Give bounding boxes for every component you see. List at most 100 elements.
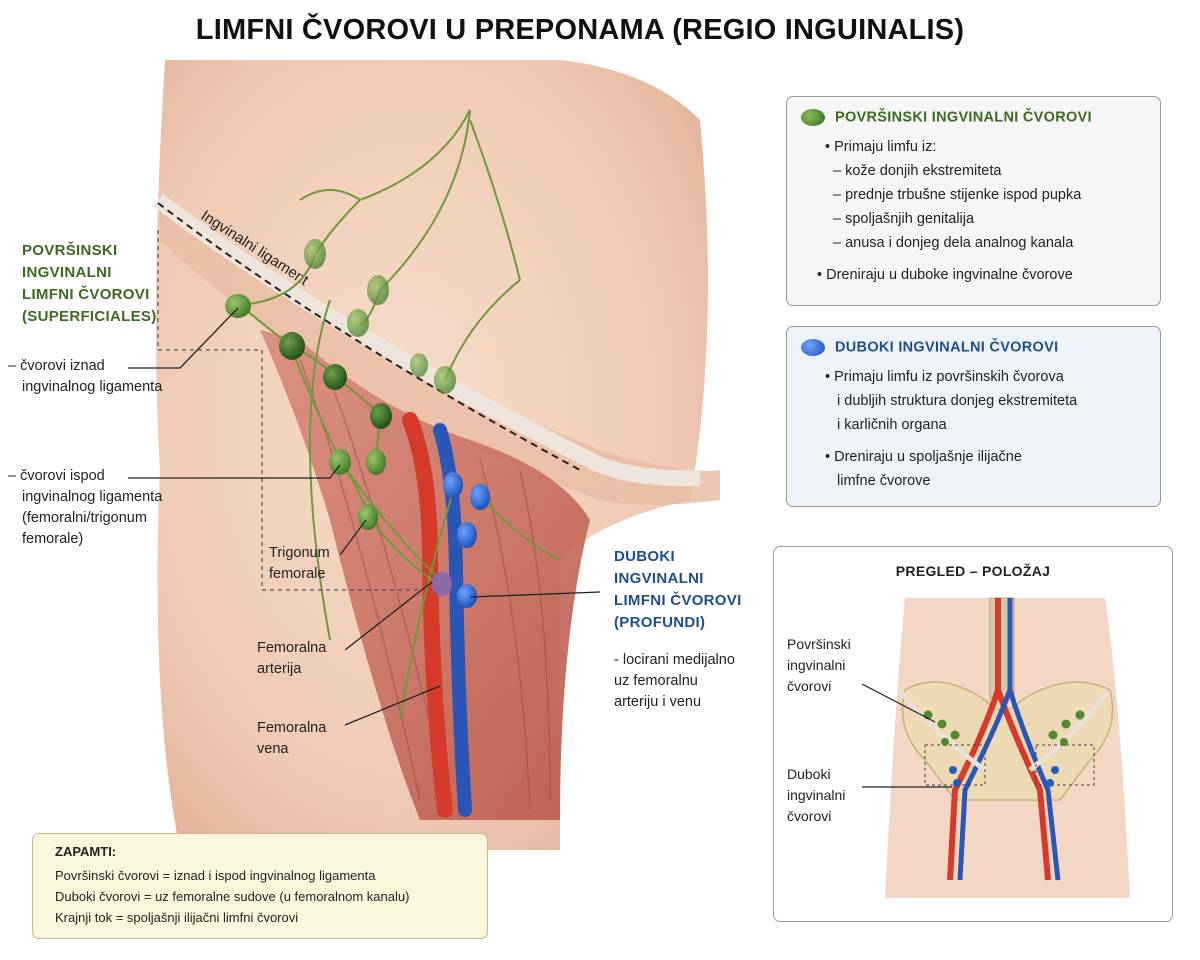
overview-leader-superficial — [861, 683, 936, 723]
femoral-vein — [433, 423, 472, 817]
trigonum-label: Trigonum femorale — [269, 543, 330, 585]
overview-superficial-label-line: Površinski — [787, 636, 851, 652]
deep-description: - locirani medijalno uz femoralnu arteri… — [614, 650, 735, 713]
below-label-line: femorale) — [22, 531, 84, 547]
vein-label-line: vena — [257, 741, 289, 757]
deep-heading-line: DUBOKI — [614, 548, 675, 565]
below-label-line: – čvorovi ispod — [8, 468, 105, 484]
overview-superficial-label: Površinski ingvinalni čvorovi — [787, 634, 851, 697]
overview-dashed-right — [1035, 744, 1095, 786]
list-item: i dubljih struktura donjeg ekstremiteta — [837, 393, 1078, 409]
overview-dashed-left — [924, 744, 986, 786]
superficial-node — [304, 239, 326, 269]
above-label-line: ingvinalnog ligamenta — [22, 379, 163, 395]
overview-deep-label: Duboki ingvinalni čvorovi — [787, 764, 845, 827]
overview-superficial-node — [1060, 738, 1068, 746]
superficial-box-title-text: POVRŠINSKI INGVINALNI ČVOROVI — [835, 109, 1092, 126]
superficial-heading-line: POVRŠINSKI — [22, 242, 118, 259]
list-item: – anusa i donjeg dela analnog kanala — [833, 235, 1074, 251]
deep-heading: DUBOKI INGVINALNI LIMFNI ČVOROVI (PROFUN… — [614, 546, 742, 634]
list-item: – prednje trbušne stijenke ispod pupka — [833, 187, 1082, 203]
overview-superficial-node — [1061, 719, 1071, 729]
overview-superficial-node — [950, 730, 960, 740]
superficial-heading: POVRŠINSKI INGVINALNI LIMFNI ČVOROVI (SU… — [22, 240, 157, 328]
list-item: limfne čvorove — [837, 473, 931, 489]
leader-lines — [128, 307, 601, 726]
remember-box: ZAPAMTI: Površinski čvorovi = iznad i is… — [32, 833, 488, 939]
superficial-node — [347, 309, 369, 337]
overview-title: PREGLED – POLOŽAJ — [895, 563, 1051, 579]
muscle-stripes — [299, 359, 551, 811]
deep-box-title: DUBOKI INGVINALNI ČVOROVI — [801, 339, 1160, 356]
ligament-dashed-line — [157, 202, 581, 471]
overview-superficial-node — [937, 719, 947, 729]
overview-superficial-node — [1048, 730, 1058, 740]
list-item: i karličnih organa — [837, 417, 947, 433]
above-label-line: – čvorovi iznad — [8, 358, 105, 374]
above-ligament-label: – čvorovi iznad ingvinalnog ligamenta — [8, 356, 162, 398]
overview-superficial-node — [941, 738, 949, 746]
list-item: – kože donjih ekstremiteta — [833, 163, 1002, 179]
overview-deep-label-line: Duboki — [787, 766, 831, 782]
lymph-vessels — [239, 109, 561, 721]
deep-heading-line: LIMFNI ČVOROVI — [614, 592, 742, 609]
deep-info-box: DUBOKI INGVINALNI ČVOROVI • Primaju limf… — [786, 326, 1161, 507]
below-ligament-label: – čvorovi ispod ingvinalnog ligamenta (f… — [8, 466, 162, 550]
overview-deep-node — [949, 766, 957, 774]
remember-line: Površinski čvorovi = iznad i ispod ingvi… — [55, 868, 376, 883]
list-item: • Primaju limfu iz: — [825, 139, 937, 155]
superficial-heading-line: INGVINALNI — [22, 264, 112, 281]
remember-line: Duboki čvorovi = uz femoralne sudove (u … — [55, 889, 410, 904]
superficial-nodes — [225, 239, 456, 530]
superficial-node — [410, 353, 428, 377]
list-item: • Dreniraju u duboke ingvinalne čvorove — [817, 267, 1073, 283]
overview-aorta-right — [995, 689, 1051, 881]
below-label-line: ingvinalnog ligamenta — [22, 489, 163, 505]
superficial-node — [366, 449, 386, 475]
superficial-node — [323, 364, 347, 390]
overview-box: PREGLED – POLOŽAJ — [773, 546, 1173, 922]
superficial-node — [225, 294, 251, 318]
deep-node — [457, 584, 477, 608]
superficial-info-box: POVRŠINSKI INGVINALNI ČVOROVI • Primaju … — [786, 96, 1161, 306]
deep-desc-line: - locirani medijalno — [614, 652, 735, 668]
deep-heading-line: INGVINALNI — [614, 570, 704, 587]
artery-label-line: Femoralna — [257, 640, 327, 656]
page-title: LIMFNI ČVOROVI U PREPONAMA (REGIO INGUIN… — [195, 14, 965, 46]
overview-deep-node — [1051, 766, 1059, 774]
superficial-heading-line: LIMFNI ČVOROVI — [22, 286, 150, 303]
overview-ligament-left — [898, 688, 987, 773]
deep-heading-line: (PROFUNDI) — [614, 614, 706, 631]
deep-node — [432, 572, 452, 596]
remember-title: ZAPAMTI: — [55, 844, 117, 859]
superficial-box-title: POVRŠINSKI INGVINALNI ČVOROVI — [801, 109, 1160, 126]
deep-node — [457, 522, 477, 548]
deep-node — [470, 484, 490, 510]
overview-superficial-node — [1075, 710, 1085, 720]
deep-nodes — [432, 472, 490, 608]
overview-superficial-label-line: čvorovi — [787, 678, 832, 694]
artery-label: Femoralna arterija — [257, 638, 326, 680]
overview-deep-label-line: čvorovi — [787, 808, 832, 824]
overview-deep-label-line: ingvinalni — [787, 787, 846, 803]
list-item: – spoljašnjih genitalija — [833, 211, 975, 227]
blue-node-icon — [801, 339, 825, 356]
list-item: • Primaju limfu iz površinskih čvorova — [825, 369, 1064, 385]
deep-box-title-text: DUBOKI INGVINALNI ČVOROVI — [835, 339, 1059, 356]
superficial-heading-line: (SUPERFICIALES) — [22, 308, 157, 325]
superficial-box-list: • Primaju limfu iz: – kože donjih ekstre… — [801, 135, 1160, 287]
overview-deep-node — [953, 779, 961, 787]
superficial-node — [329, 449, 351, 475]
superficial-node — [279, 332, 305, 360]
trigonum-label-line: Trigonum — [269, 545, 330, 561]
overview-deep-node — [1046, 779, 1054, 787]
remember-line: Krajnji tok = spoljašnji ilijačni limfni… — [55, 910, 299, 925]
deep-desc-line: uz femoralnu — [614, 673, 698, 689]
dashed-leaders — [157, 230, 420, 591]
superficial-node — [367, 275, 389, 305]
vein-label-line: Femoralna — [257, 720, 327, 736]
overview-superficial-label-line: ingvinalni — [787, 657, 846, 673]
artery-label-line: arterija — [257, 661, 302, 677]
deep-node — [443, 472, 463, 498]
